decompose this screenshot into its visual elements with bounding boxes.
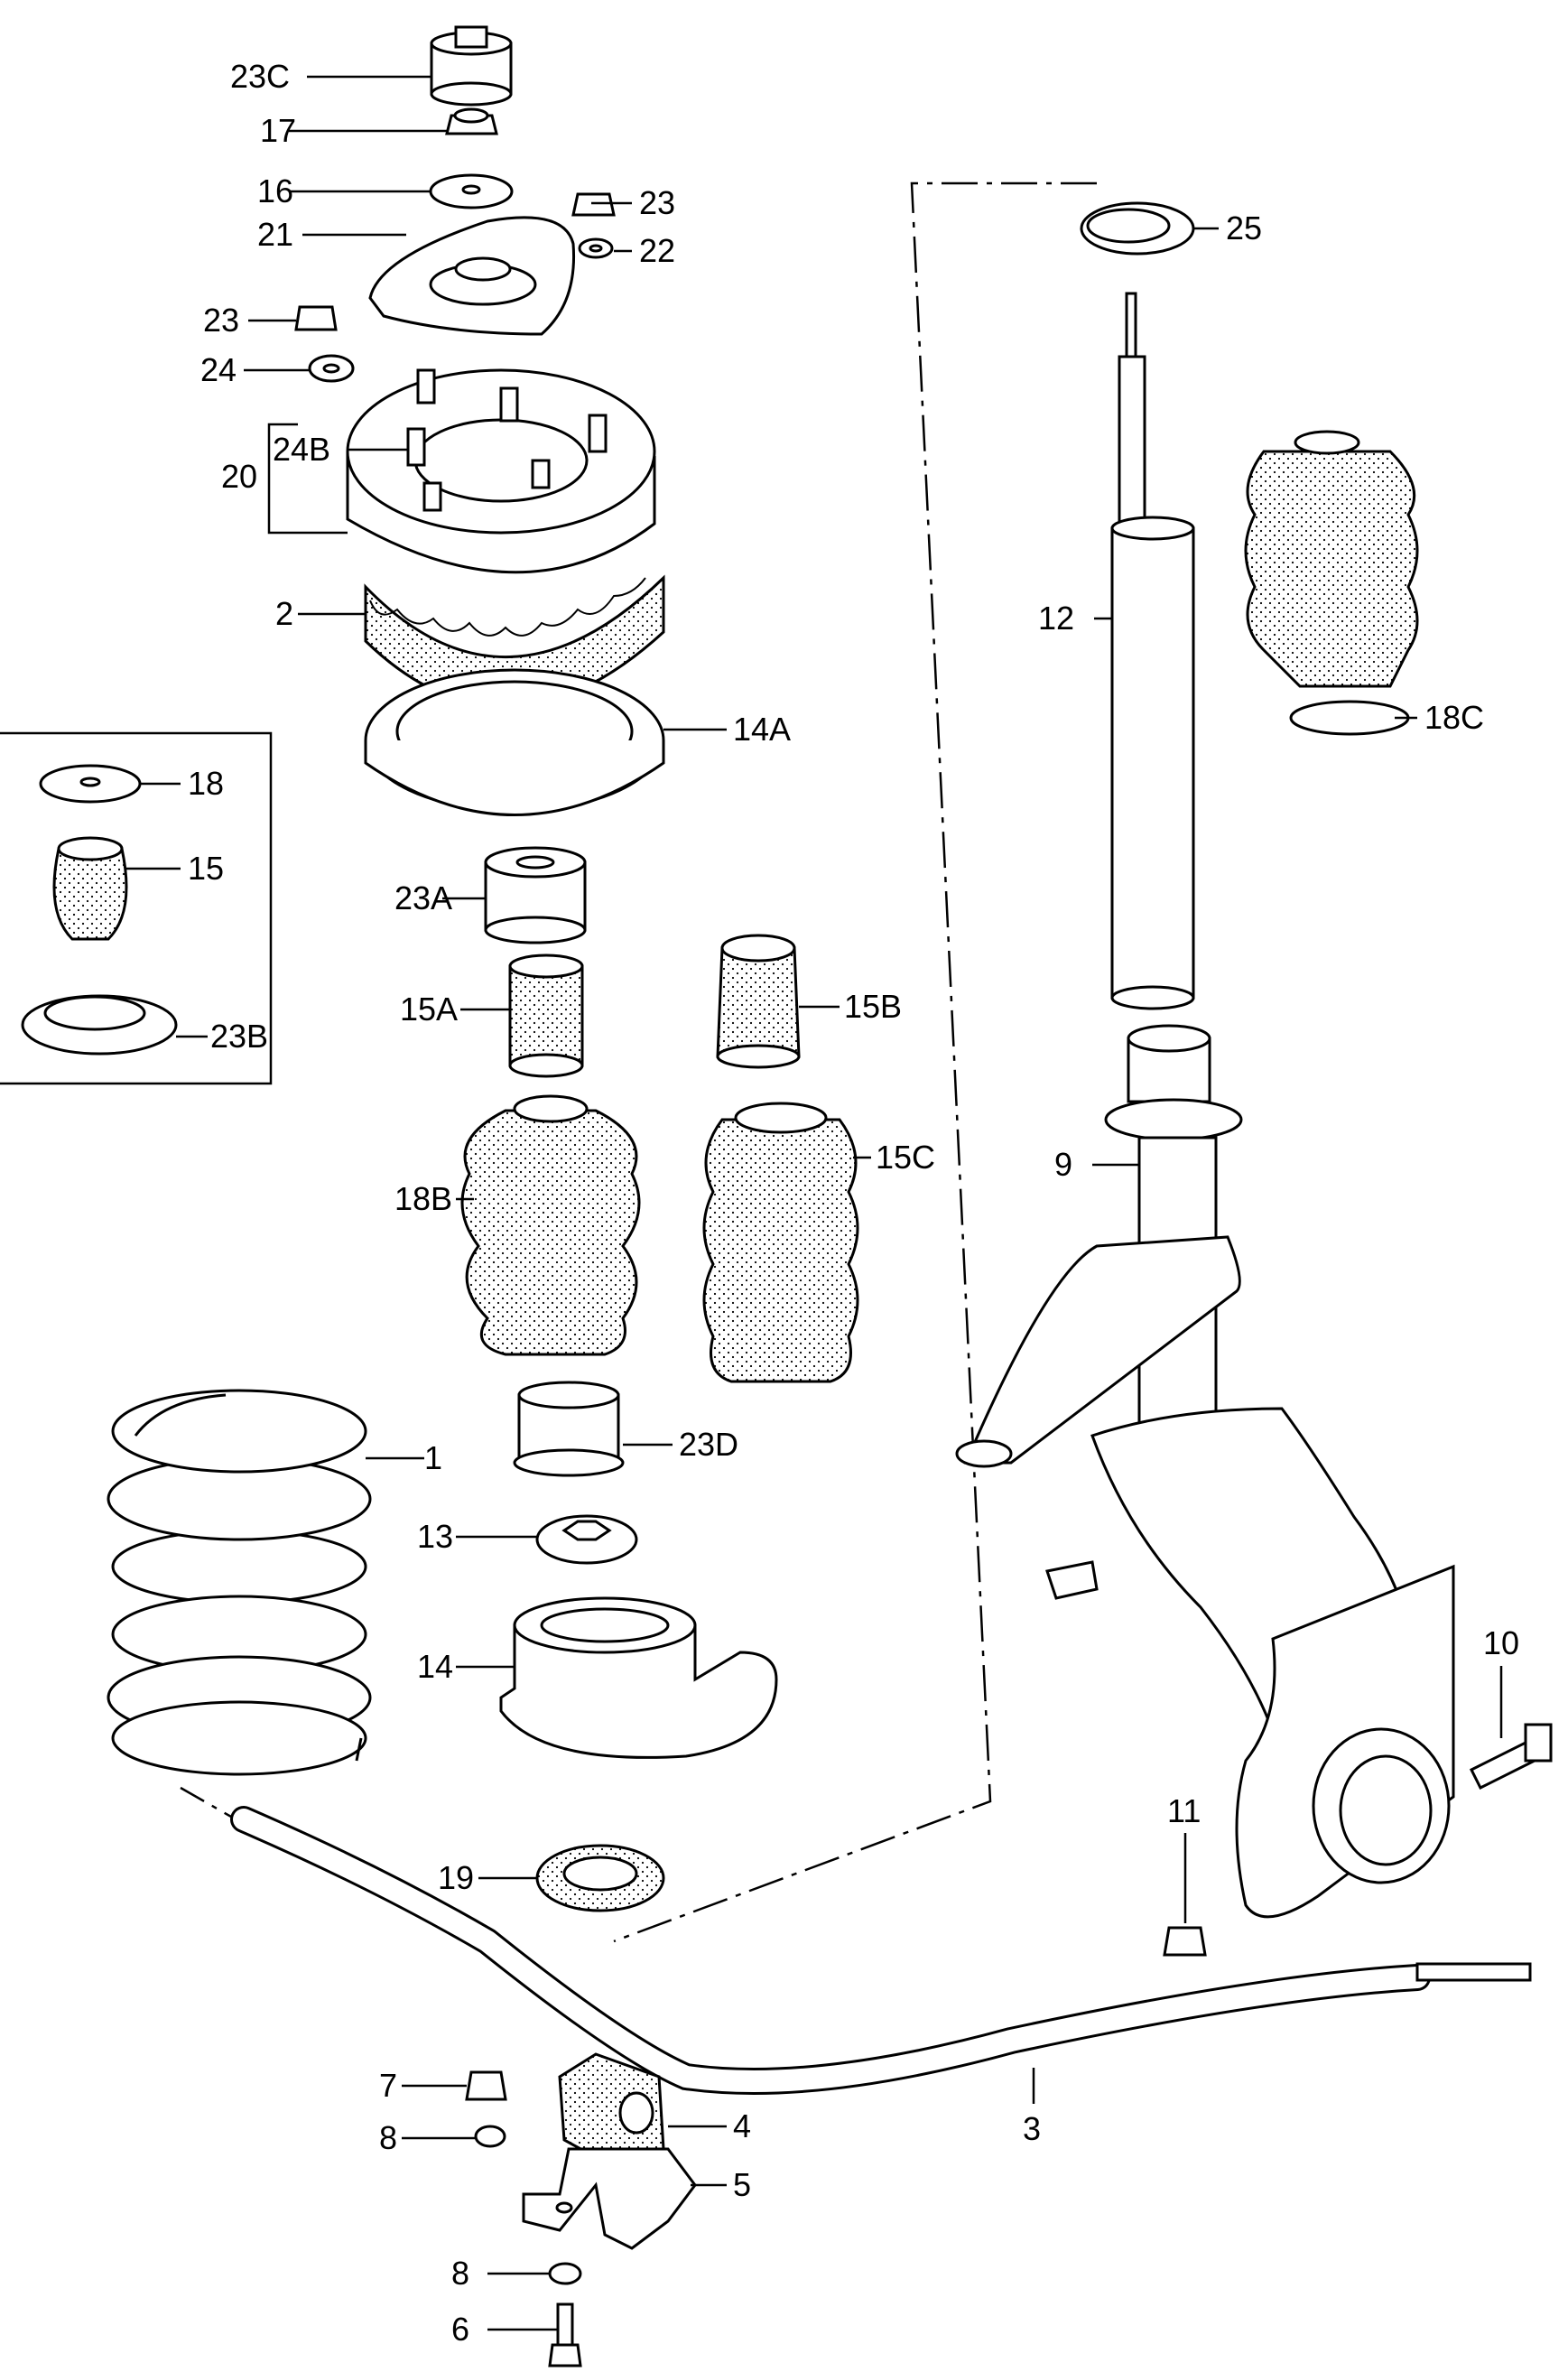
label-19: 19 <box>438 1859 474 1896</box>
label-3: 3 <box>1023 2110 1041 2147</box>
part-6-bolt <box>548 2302 582 2367</box>
part-18b-bellows <box>460 1094 641 1356</box>
label-18c: 18C <box>1424 699 1484 736</box>
label-15: 15 <box>188 850 224 887</box>
label-15a: 15A <box>400 991 458 1028</box>
label-23b: 23B <box>210 1018 268 1055</box>
label-20: 20 <box>221 458 257 495</box>
part-21-mount-plate <box>368 216 576 336</box>
part-15c-bellows <box>702 1102 859 1383</box>
part-24-washer <box>308 354 355 383</box>
label-24b: 24B <box>273 431 330 468</box>
label-14: 14 <box>417 1648 453 1685</box>
part-14-support-cup <box>499 1596 778 1759</box>
label-21: 21 <box>257 216 293 253</box>
part-8-washer-top <box>474 2125 506 2148</box>
label-24: 24 <box>200 351 237 388</box>
label-15b: 15B <box>844 988 902 1025</box>
label-14a: 14A <box>733 711 791 748</box>
assembly-line-right <box>613 181 1097 1943</box>
label-8-bottom: 8 <box>451 2255 469 2292</box>
part-23c-cap <box>430 25 513 107</box>
part-15b-bump-stop <box>716 934 801 1069</box>
label-4: 4 <box>733 2107 751 2144</box>
leader-lines <box>126 75 1503 2331</box>
label-6: 6 <box>451 2311 469 2348</box>
part-23-nut-right <box>571 192 616 217</box>
label-18: 18 <box>188 765 224 802</box>
part-5-clamp <box>522 2147 697 2250</box>
part-23d-sleeve <box>513 1381 625 1477</box>
callout-labels: 23C 17 16 21 23 22 25 23 24 24B 20 2 12 … <box>188 58 1519 2348</box>
label-23c: 23C <box>230 58 290 95</box>
label-5: 5 <box>733 2166 751 2203</box>
part-12-shock-absorber <box>1110 292 1195 1010</box>
label-16: 16 <box>257 172 293 209</box>
part-11-nut <box>1163 1926 1207 1957</box>
part-7-nut <box>465 2070 507 2101</box>
label-23d: 23D <box>679 1426 738 1463</box>
part-20-spring-plate <box>346 368 656 574</box>
label-15c: 15C <box>876 1139 935 1176</box>
part-23-nut-left <box>294 305 338 331</box>
part-10-bolt <box>1469 1723 1553 1791</box>
part-17-nut <box>445 107 498 135</box>
part-23a-cup <box>484 846 587 944</box>
part-13-nut <box>535 1514 638 1565</box>
part-1-coil-spring <box>107 1389 372 1776</box>
part-8-washer-bottom <box>548 2262 582 2285</box>
label-23-right: 23 <box>639 184 675 221</box>
part-22-washer <box>578 237 614 259</box>
part-9-strut-housing <box>955 1024 1455 1919</box>
part-16-washer <box>429 173 514 209</box>
label-22: 22 <box>639 232 675 269</box>
label-18b: 18B <box>394 1180 452 1217</box>
label-8-top: 8 <box>379 2119 397 2156</box>
part-15a-bump-stop <box>508 953 584 1078</box>
label-10: 10 <box>1483 1624 1519 1661</box>
label-9: 9 <box>1054 1146 1072 1183</box>
part-4-rubber-bush <box>558 2052 665 2169</box>
label-23a: 23A <box>394 879 452 916</box>
label-11: 11 <box>1167 1792 1201 1829</box>
inset-box <box>0 731 273 1085</box>
part-3-stabilizer-bar <box>230 1806 1532 2095</box>
label-2: 2 <box>275 595 293 632</box>
part-19-bearing <box>535 1844 665 1912</box>
label-13: 13 <box>417 1518 453 1555</box>
part-14a-rubber-ring <box>364 668 665 816</box>
label-25: 25 <box>1226 209 1262 247</box>
part-25-circlip <box>1080 201 1195 256</box>
label-1: 1 <box>424 1439 442 1476</box>
label-12: 12 <box>1038 600 1074 637</box>
part-18c-bellows <box>1244 430 1419 736</box>
label-7: 7 <box>379 2067 397 2104</box>
label-17: 17 <box>260 112 296 149</box>
label-23-left: 23 <box>203 302 239 339</box>
